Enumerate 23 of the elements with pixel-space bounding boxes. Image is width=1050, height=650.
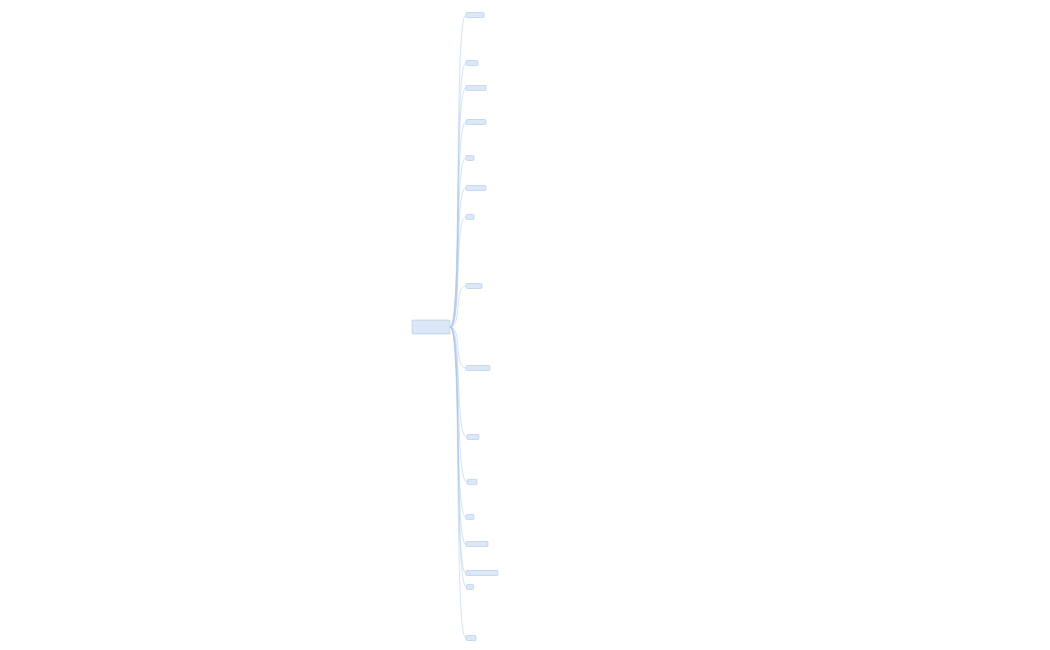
- branch-box: [465, 85, 487, 91]
- branch-box: [465, 570, 499, 576]
- branch-box: [465, 365, 491, 371]
- connector: [449, 285, 467, 328]
- branch-box: [465, 514, 475, 520]
- branch-box: [465, 155, 475, 161]
- branch-box: [465, 185, 487, 191]
- connector: [449, 187, 467, 328]
- connector: [449, 216, 467, 328]
- branch-box: [465, 119, 487, 125]
- branch-box: [466, 434, 480, 440]
- connector: [449, 326, 467, 369]
- branch-box: [465, 12, 485, 18]
- branch-box: [465, 635, 477, 641]
- branch-box: [465, 60, 479, 66]
- branch-box: [465, 283, 483, 289]
- connector: [449, 326, 468, 483]
- connector: [449, 326, 467, 639]
- branch-box: [466, 584, 474, 590]
- branch-box: [465, 214, 475, 220]
- branch-box: [465, 541, 489, 547]
- root-box: [411, 319, 451, 335]
- branch-box: [466, 479, 478, 485]
